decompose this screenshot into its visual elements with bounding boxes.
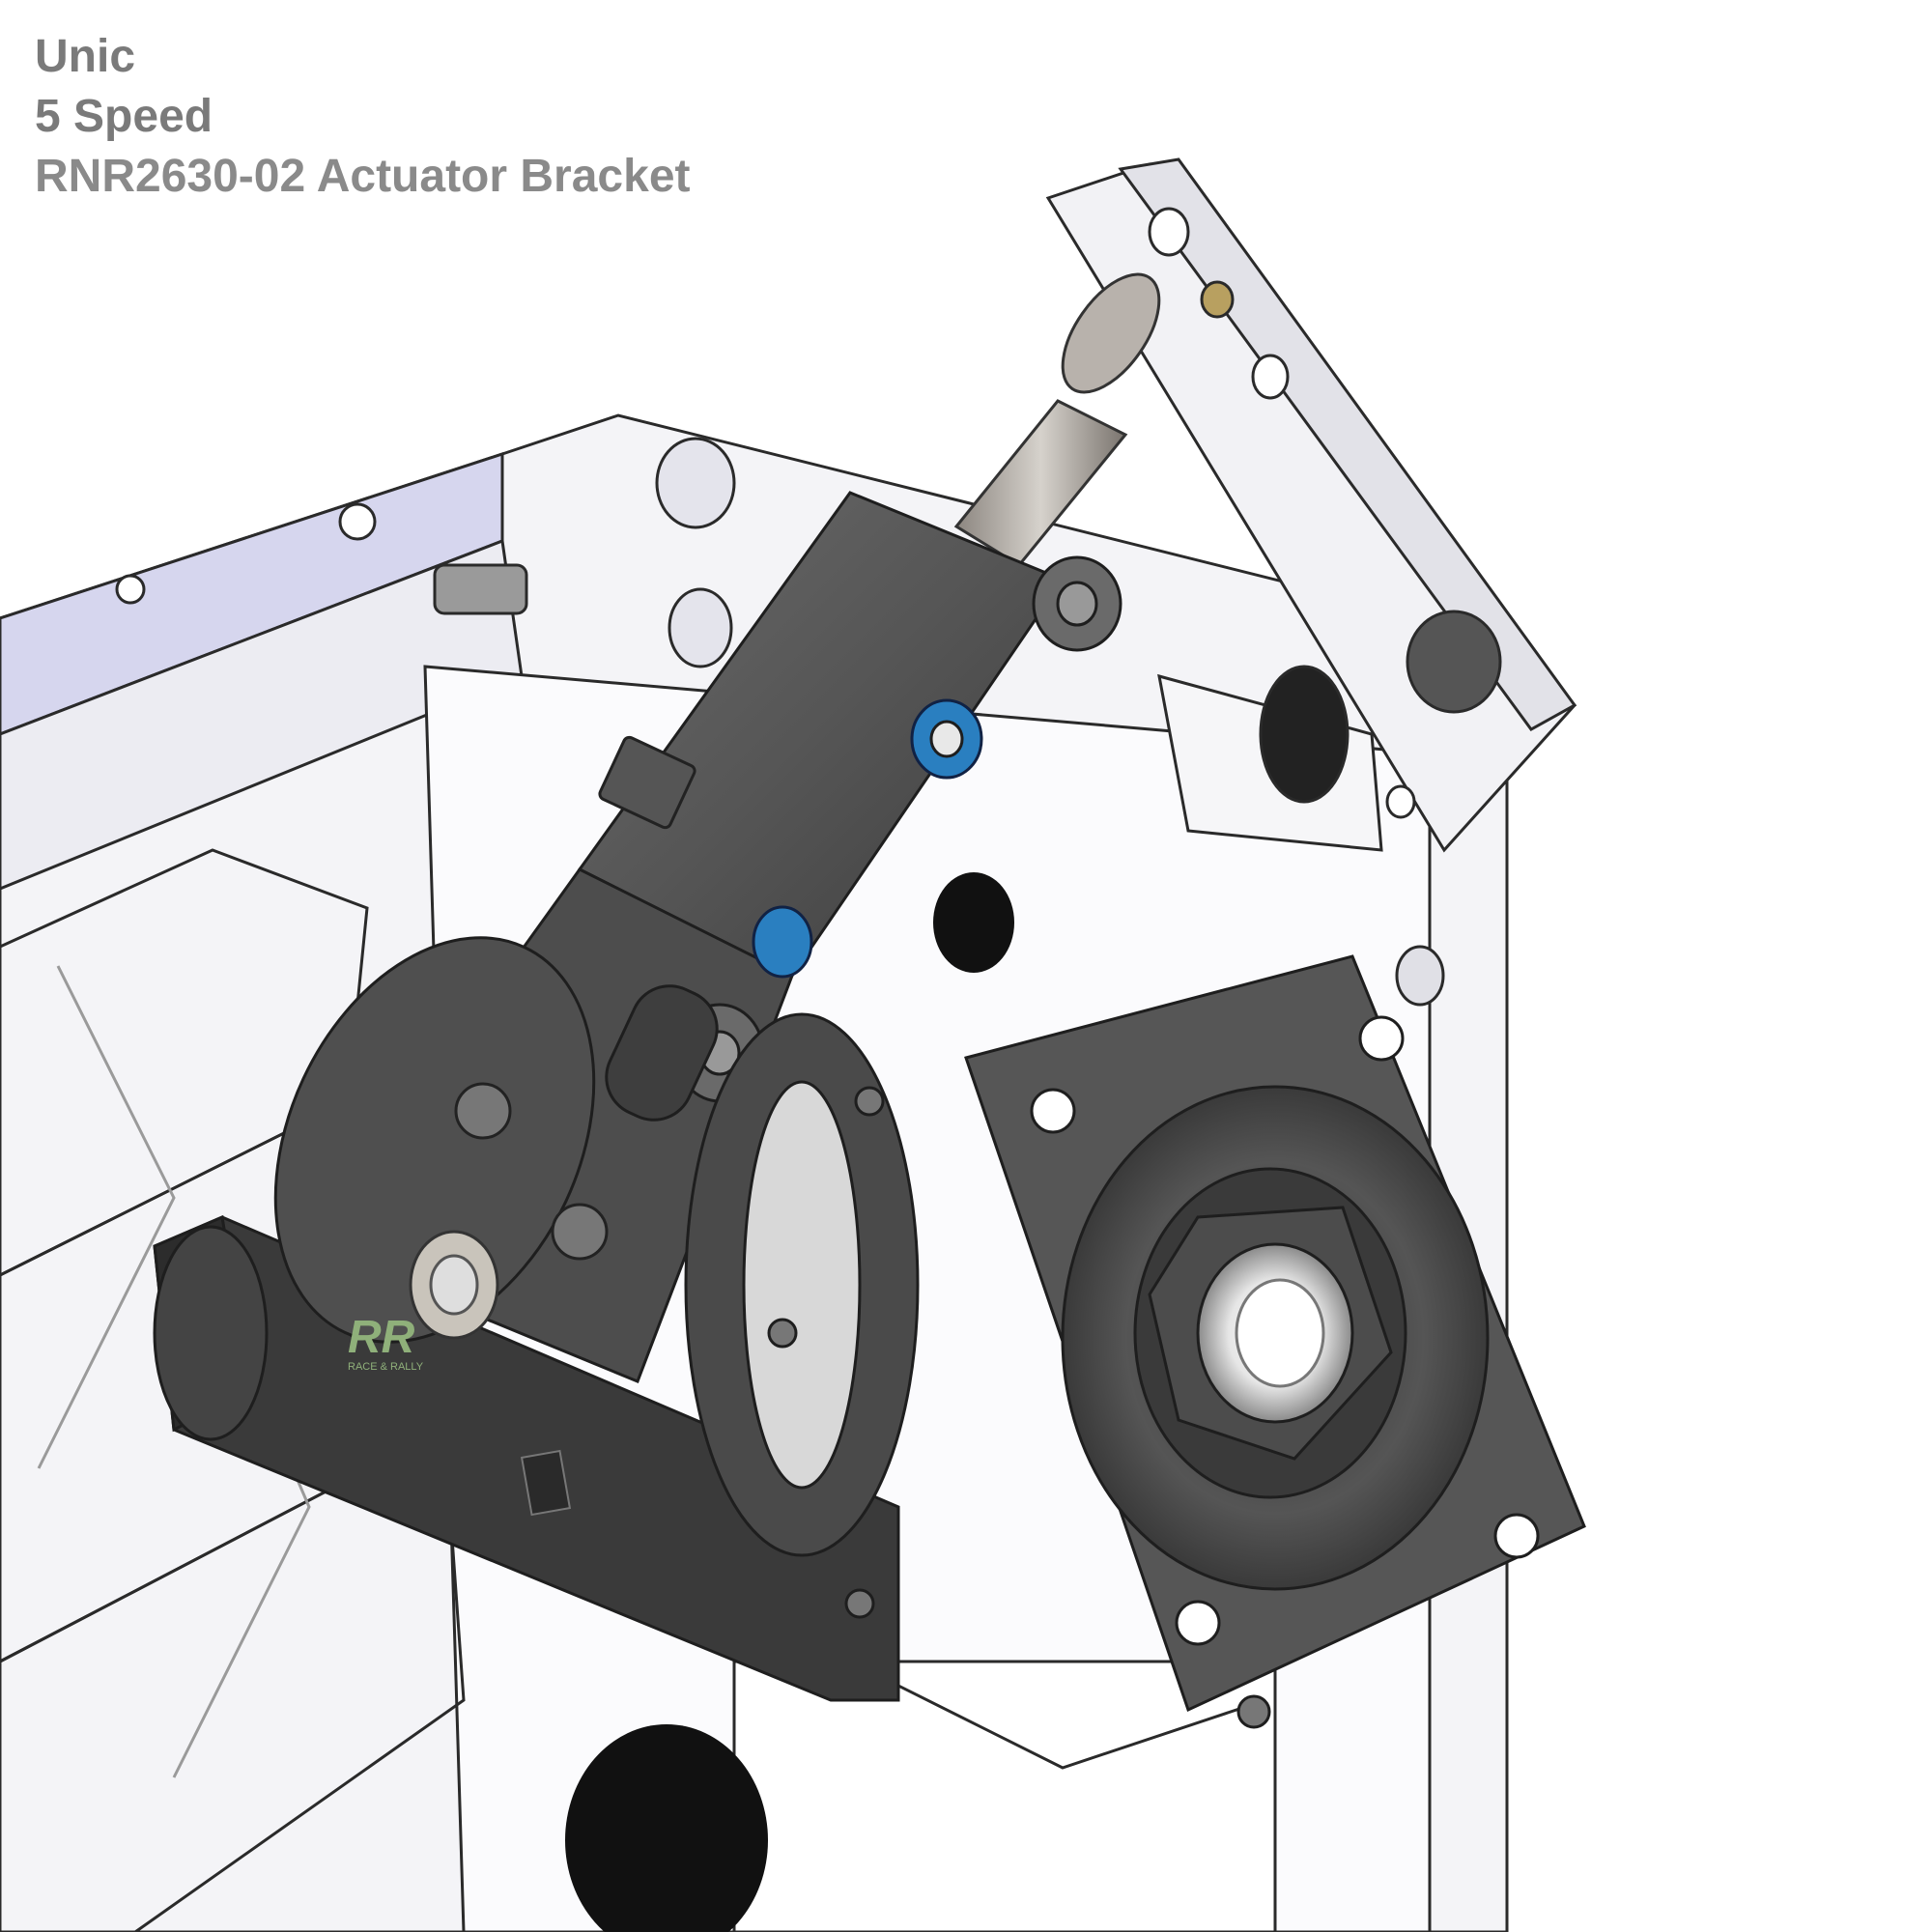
model-label: 5 Speed bbox=[35, 91, 213, 142]
svg-text:RACE & RALLY: RACE & RALLY bbox=[348, 1361, 424, 1373]
bearing-flange bbox=[964, 954, 1586, 1729]
actuator-rod bbox=[953, 272, 1161, 567]
actuator-bracket bbox=[153, 1214, 900, 1702]
bracket-round-plate bbox=[684, 1012, 920, 1619]
part-name: RNR2630-02 Actuator Bracket bbox=[35, 151, 691, 202]
pneumatic-actuator-body bbox=[273, 491, 1122, 1383]
brand-label: Unic bbox=[35, 31, 136, 82]
shift-lever-arm bbox=[1045, 157, 1577, 853]
title-block: Unic 5 Speed RNR2630-02 Actuator Bracket bbox=[35, 27, 691, 207]
svg-text:RR: RR bbox=[348, 1312, 415, 1363]
race-rally-logo: RR RACE & RALLY bbox=[348, 1312, 424, 1373]
